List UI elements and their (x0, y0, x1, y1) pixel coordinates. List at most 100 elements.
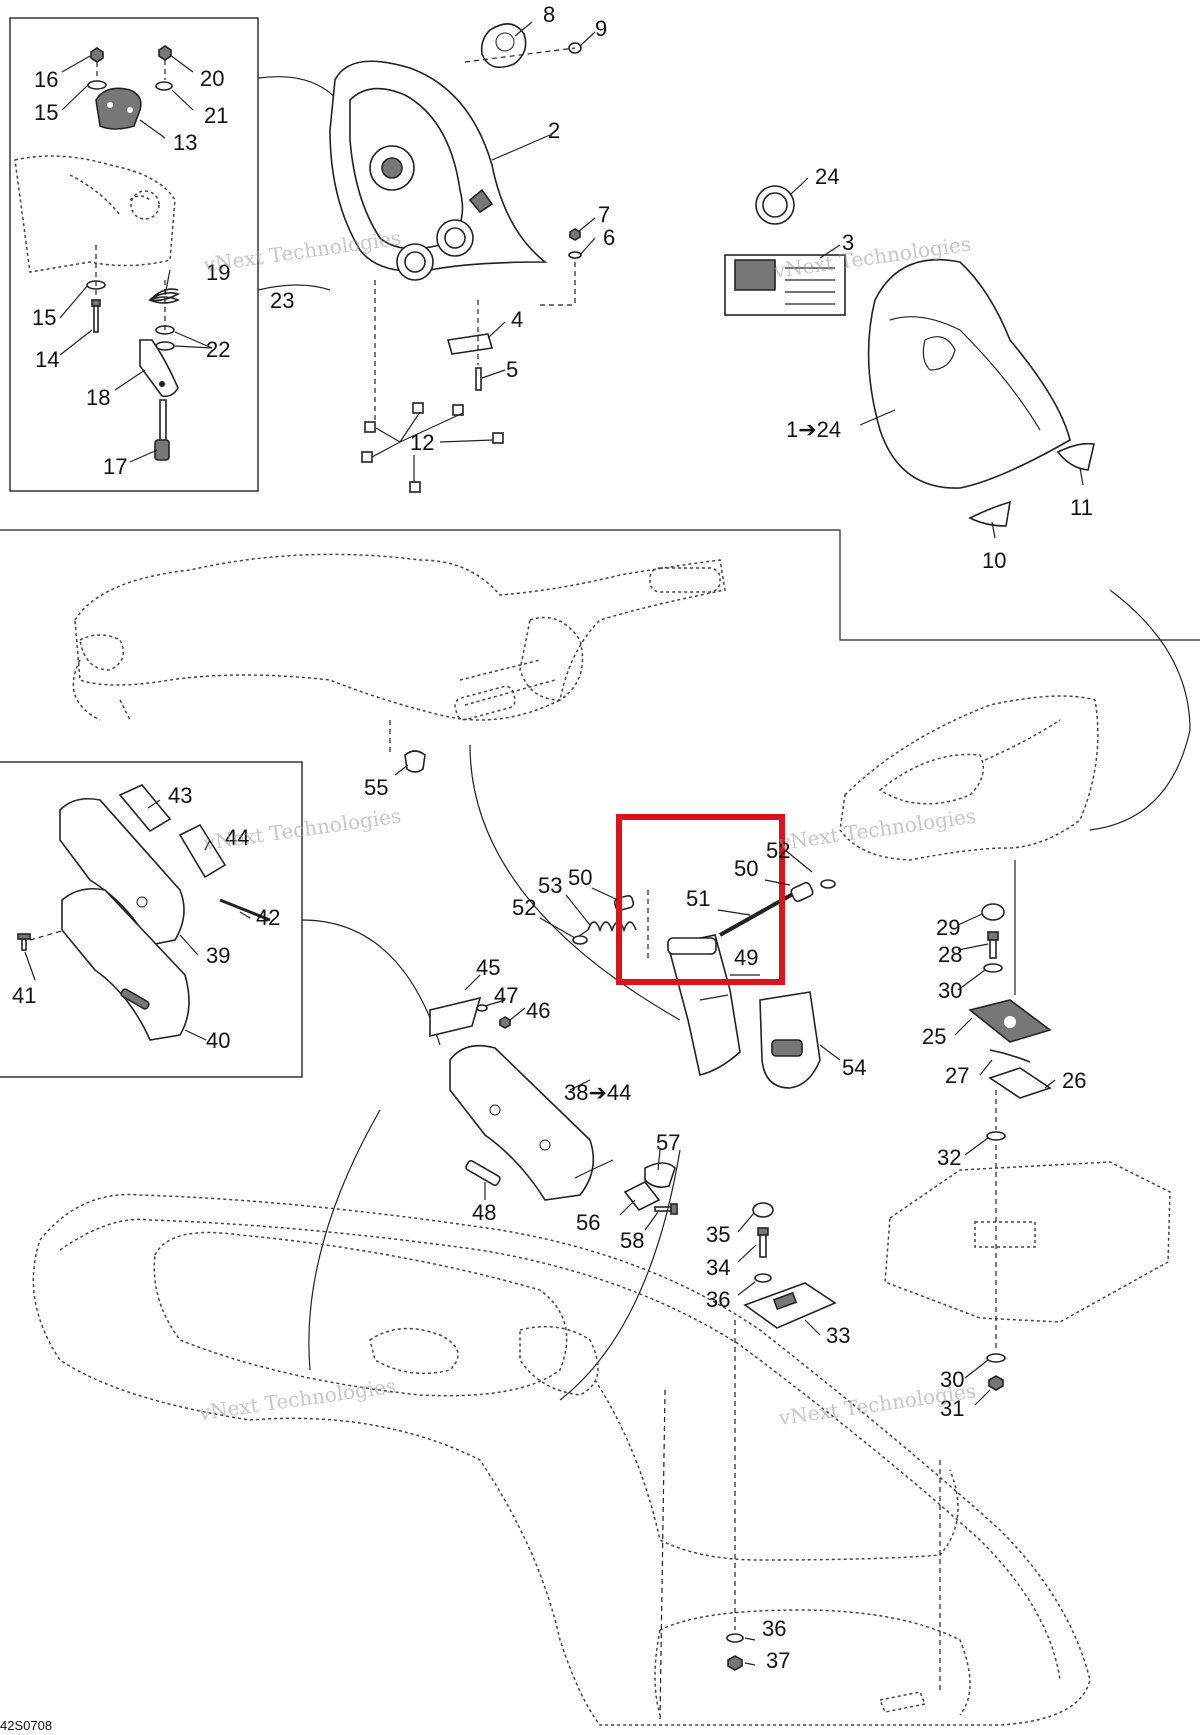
callout-53: 53 (538, 873, 562, 898)
shaft-51 (719, 888, 801, 937)
callout-58: 58 (620, 1228, 644, 1253)
callout-30-bottom: 30 (940, 1367, 964, 1392)
plate-26 (988, 1067, 1052, 1099)
callout-8: 8 (543, 2, 555, 27)
callout-42: 42 (256, 905, 280, 930)
callout-2: 2 (548, 118, 560, 143)
nut-6-washer-7 (568, 228, 582, 259)
trim-40 (61, 887, 190, 1041)
callout-44: 44 (225, 825, 249, 850)
washer-47 (476, 1004, 488, 1012)
callout-49: 49 (734, 945, 758, 970)
callout-labels: 2 8 9 7 6 4 5 12 16 15 20 21 13 19 23 15… (12, 2, 1093, 1673)
spring-27 (989, 1049, 1031, 1063)
callout-57: 57 (656, 1130, 680, 1155)
callout-31: 31 (940, 1396, 964, 1421)
callout-22: 22 (206, 337, 230, 362)
callout-36-top: 36 (706, 1287, 730, 1312)
callout-15-top: 15 (34, 100, 58, 125)
leaders-seat (954, 860, 1056, 1406)
callout-24: 24 (815, 164, 839, 189)
callout-14: 14 (35, 347, 59, 372)
callout-16: 16 (34, 67, 58, 92)
screw-41 (17, 933, 31, 951)
leaders-center-trim (308, 974, 681, 1401)
callout-34: 34 (706, 1255, 730, 1280)
callout-35: 35 (706, 1222, 730, 1247)
callout-5: 5 (506, 357, 518, 382)
leaders-trim (24, 799, 441, 1046)
callout-55: 55 (364, 775, 388, 800)
tower-assembly (72, 553, 726, 721)
callout-26: 26 (1062, 1068, 1086, 1093)
pad-10 (968, 500, 1012, 527)
callout-56: 56 (576, 1210, 600, 1235)
watermark-6a: vNext Technologies (776, 1379, 977, 1431)
callout-51: 51 (686, 886, 710, 911)
callout-33: 33 (826, 1323, 850, 1348)
callout-28: 28 (938, 942, 962, 967)
callout-40: 40 (206, 1028, 230, 1053)
tube-48 (465, 1159, 501, 1187)
striker-25 (968, 999, 1052, 1043)
callout-12: 12 (410, 430, 434, 455)
callout-41: 41 (12, 983, 36, 1008)
bolt-28 (987, 931, 999, 959)
bolt-34 (757, 1227, 769, 1258)
spring-19 (148, 288, 181, 304)
pad-43 (118, 784, 172, 833)
callout-38-44: 38➔44 (564, 1080, 631, 1105)
callout-45: 45 (476, 955, 500, 980)
handle-54 (759, 991, 821, 1089)
callout-47: 47 (494, 983, 518, 1008)
callout-17: 17 (103, 454, 127, 479)
callout-4: 4 (511, 307, 523, 332)
spring-53 (575, 921, 637, 939)
washer-36-top (754, 1273, 772, 1283)
inset-console-sketch (14, 155, 176, 273)
callout-43: 43 (168, 783, 192, 808)
trim-39 (59, 797, 185, 946)
cover-1 (867, 258, 1071, 489)
callout-11: 11 (1070, 495, 1093, 520)
callout-48: 48 (472, 1200, 496, 1225)
washer-52-right (820, 879, 836, 889)
callout-54: 54 (842, 1055, 866, 1080)
callout-29: 29 (936, 915, 960, 940)
callout-27: 27 (945, 1063, 969, 1088)
inset-box-top-left (9, 17, 259, 492)
leaders-inset (59, 54, 346, 463)
drawing-code: 42S0708 (0, 1718, 52, 1733)
trim-38 (449, 1044, 614, 1201)
callout-15-bottom: 15 (32, 305, 56, 330)
callout-6: 6 (603, 225, 615, 250)
nut-46 (499, 1016, 511, 1029)
washer-15-top (87, 80, 107, 90)
leaders-tower (389, 720, 681, 1021)
leaders-console (257, 21, 596, 482)
lever-18 (139, 339, 179, 398)
plate-4 (446, 333, 494, 355)
callout-50-left: 50 (568, 865, 592, 890)
callout-23: 23 (270, 288, 294, 313)
callout-32: 32 (937, 1145, 961, 1170)
washer-30-top (983, 963, 1003, 973)
washer-21 (155, 81, 173, 91)
watermark-4a: vNext Technologies (776, 804, 977, 856)
clip-57 (644, 1162, 676, 1188)
highlight-box (616, 814, 785, 985)
gauge-24 (755, 185, 795, 225)
panel (884, 1161, 1171, 1323)
callout-1-24: 1➔24 (786, 417, 841, 442)
callout-9: 9 (595, 16, 607, 41)
callout-30-top: 30 (938, 978, 962, 1003)
watermark-5a: vNext Technologies (196, 1374, 397, 1426)
callout-19: 19 (206, 260, 230, 285)
cap-35 (752, 1202, 774, 1218)
callout-36-bottom: 36 (762, 1616, 786, 1641)
screw-58 (654, 1203, 678, 1215)
deck-hull (32, 1193, 1091, 1726)
leaders-hinge (539, 849, 841, 1061)
callout-18: 18 (86, 385, 110, 410)
